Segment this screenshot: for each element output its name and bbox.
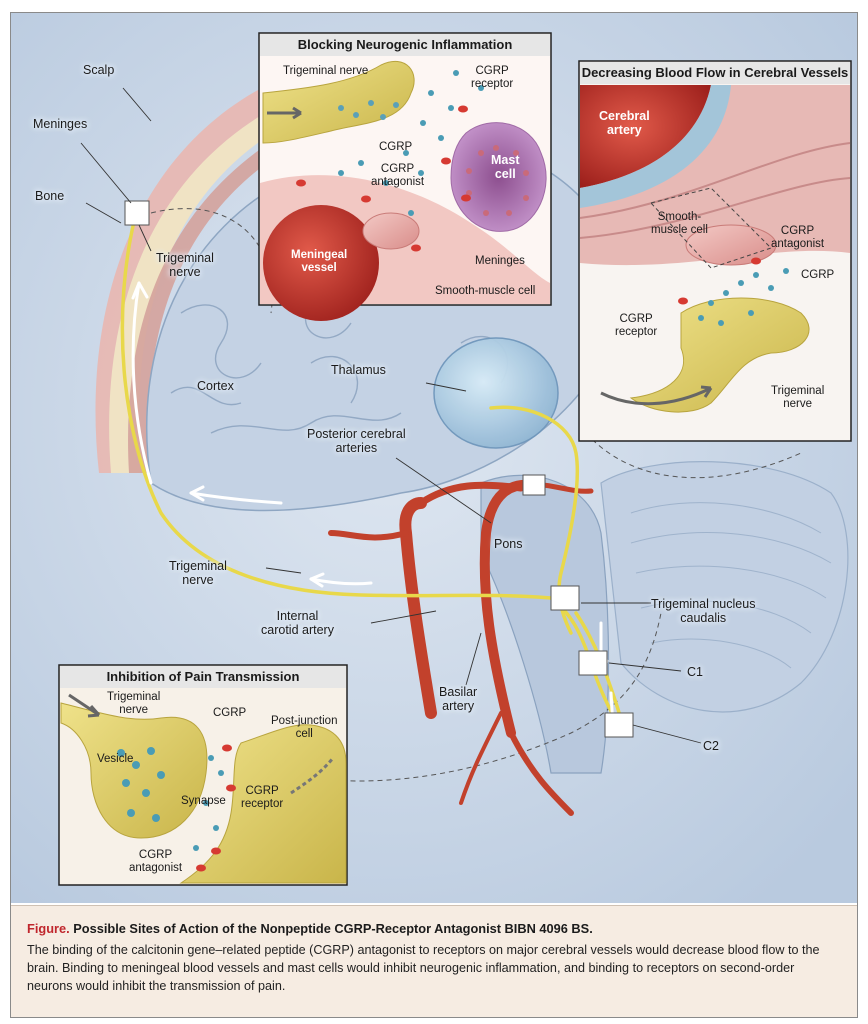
site-box-meninges — [124, 200, 150, 226]
label-pons: Pons — [494, 537, 523, 551]
inset-bloodflow — [578, 60, 852, 442]
thalamus — [433, 337, 559, 449]
neurogenic-label-smooth-muscle-cell: Smooth-muscle cell — [435, 285, 536, 297]
inset-pain — [58, 664, 348, 886]
inset-neurogenic-title: Blocking Neurogenic Inflammation — [297, 37, 513, 52]
caption-figure-label: Figure. — [27, 921, 70, 936]
bloodflow-label-cgrp: CGRP — [801, 269, 835, 281]
trigeminal-nerve-neurogenic — [262, 60, 415, 144]
site-boxes — [124, 200, 634, 738]
inset-pain-title: Inhibition of Pain Transmission — [106, 669, 300, 684]
meningeal-vessel — [263, 205, 379, 321]
meninges-layer — [128, 93, 531, 473]
caption-heading: Figure. Possible Sites of Action of the … — [27, 920, 841, 937]
caption-body: The binding of the calcitonin gene–relat… — [27, 943, 820, 993]
mast-cell — [450, 122, 547, 232]
pain-label-vesicle: Vesicle — [97, 753, 134, 765]
pain-label-synapse: Synapse — [181, 795, 226, 807]
label-thalamus: Thalamus — [331, 363, 386, 377]
label-meninges: Meninges — [33, 117, 88, 131]
scalp-layer — [95, 48, 532, 474]
neurogenic-label-meninges: Meninges — [475, 255, 525, 267]
bone-layer — [109, 70, 532, 473]
smooth-muscle-cell-bloodflow — [685, 224, 777, 266]
label-c2: C2 — [703, 739, 719, 753]
figure-caption: Figure. Possible Sites of Action of the … — [11, 905, 857, 1017]
anatomy-illustration — [11, 13, 857, 903]
label-scalp: Scalp — [83, 63, 115, 77]
label-bone: Bone — [35, 189, 65, 203]
label-c1: C1 — [687, 665, 703, 679]
inset-neurogenic — [258, 32, 552, 321]
site-box-c2 — [604, 712, 634, 738]
cerebellum-folia — [630, 502, 832, 669]
label-cortex: Cortex — [197, 379, 234, 393]
trigeminal-nerve-pain — [60, 702, 208, 839]
pain-label-cgrp: CGRP — [213, 707, 247, 719]
trigeminal-nerve-bloodflow — [629, 297, 810, 413]
dashed-outline-lower — [80, 612, 662, 782]
bloodflow-label-smooth-muscle-cell: Smooth-muscle cell — [651, 211, 708, 236]
caption-title: Possible Sites of Action of the Nonpepti… — [73, 921, 593, 936]
dashed-connector-right — [585, 432, 802, 479]
neurogenic-label-cgrp: CGRP — [379, 141, 413, 153]
arteries — [328, 479, 594, 816]
cerebellum — [600, 461, 849, 713]
site-box-artery — [522, 474, 546, 496]
leader-lines — [80, 87, 702, 744]
site-box-c1 — [578, 650, 608, 676]
neurogenic-label-trigeminal-nerve: Trigeminal nerve — [283, 65, 369, 77]
internal-carotid-artery — [399, 497, 437, 719]
site-box-trigeminal-nucleus — [550, 585, 580, 611]
smooth-muscle-cell-neurogenic — [362, 212, 420, 250]
inset-bloodflow-title: Decreasing Blood Flow in Cerebral Vessel… — [581, 65, 849, 80]
